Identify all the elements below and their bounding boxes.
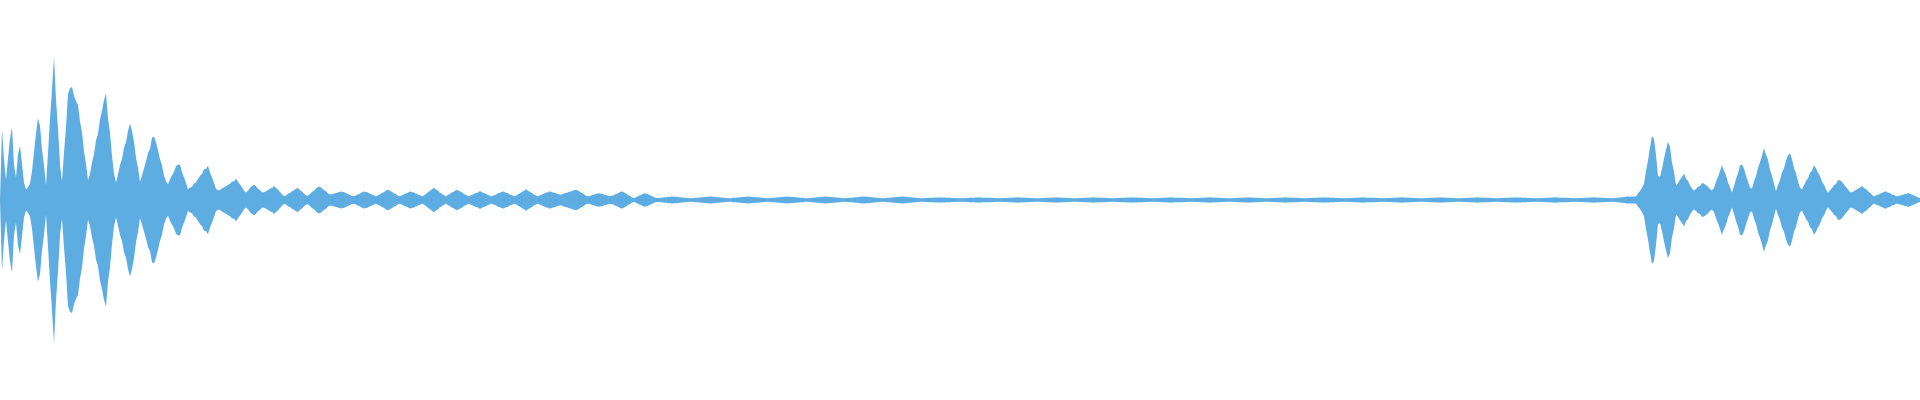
- waveform-graphic[interactable]: [0, 0, 1920, 400]
- audio-waveform[interactable]: [0, 0, 1920, 400]
